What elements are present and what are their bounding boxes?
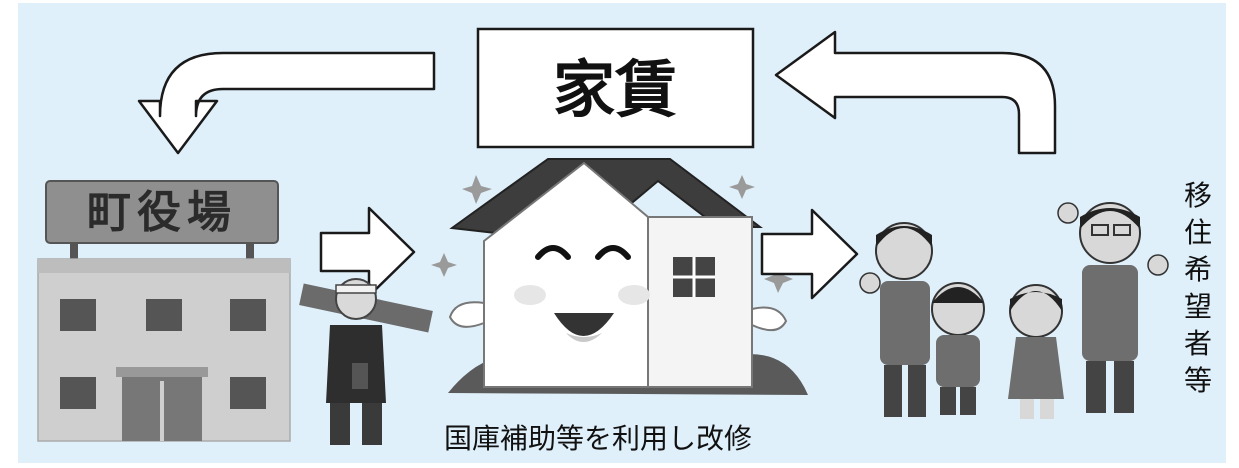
town-hall-sign-board: [45, 180, 279, 244]
mother-figure: [859, 222, 933, 417]
house-wall-side: [647, 216, 753, 388]
house-illustration: [431, 158, 808, 395]
house-face: [535, 245, 631, 260]
town-hall-illustration: 町役場: [37, 180, 291, 442]
renovation-caption: 国庫補助等を利用し改修: [444, 422, 752, 455]
residents-label-char: 住: [1184, 216, 1212, 249]
townhall-to-house-arrow: [319, 206, 416, 298]
girl-figure: [1008, 284, 1064, 419]
rent-box: 家賃: [476, 27, 755, 149]
boy-figure: [931, 282, 985, 415]
house-window: [673, 257, 715, 297]
carpenter-illustration: [299, 278, 433, 445]
residents-label-char: 望: [1184, 290, 1212, 323]
father-figure: [1057, 202, 1169, 413]
rent-to-townhall-arrow: [137, 51, 436, 155]
town-hall-sign: 町役場: [87, 187, 237, 238]
diagram-canvas: 家賃 町役場: [18, 3, 1226, 463]
residents-label-char: 移: [1184, 179, 1212, 212]
family-illustration: [859, 202, 1169, 419]
residents-label-char: 希: [1184, 253, 1212, 286]
residents-label-char: 等: [1184, 364, 1212, 397]
residents-label: 移住希望者等: [1184, 179, 1212, 397]
rent-label: 家賃: [553, 53, 677, 126]
residents-to-rent-arrow: [774, 30, 1057, 155]
house-to-residents-arrow: [760, 208, 859, 300]
residents-label-char: 者: [1184, 327, 1212, 360]
